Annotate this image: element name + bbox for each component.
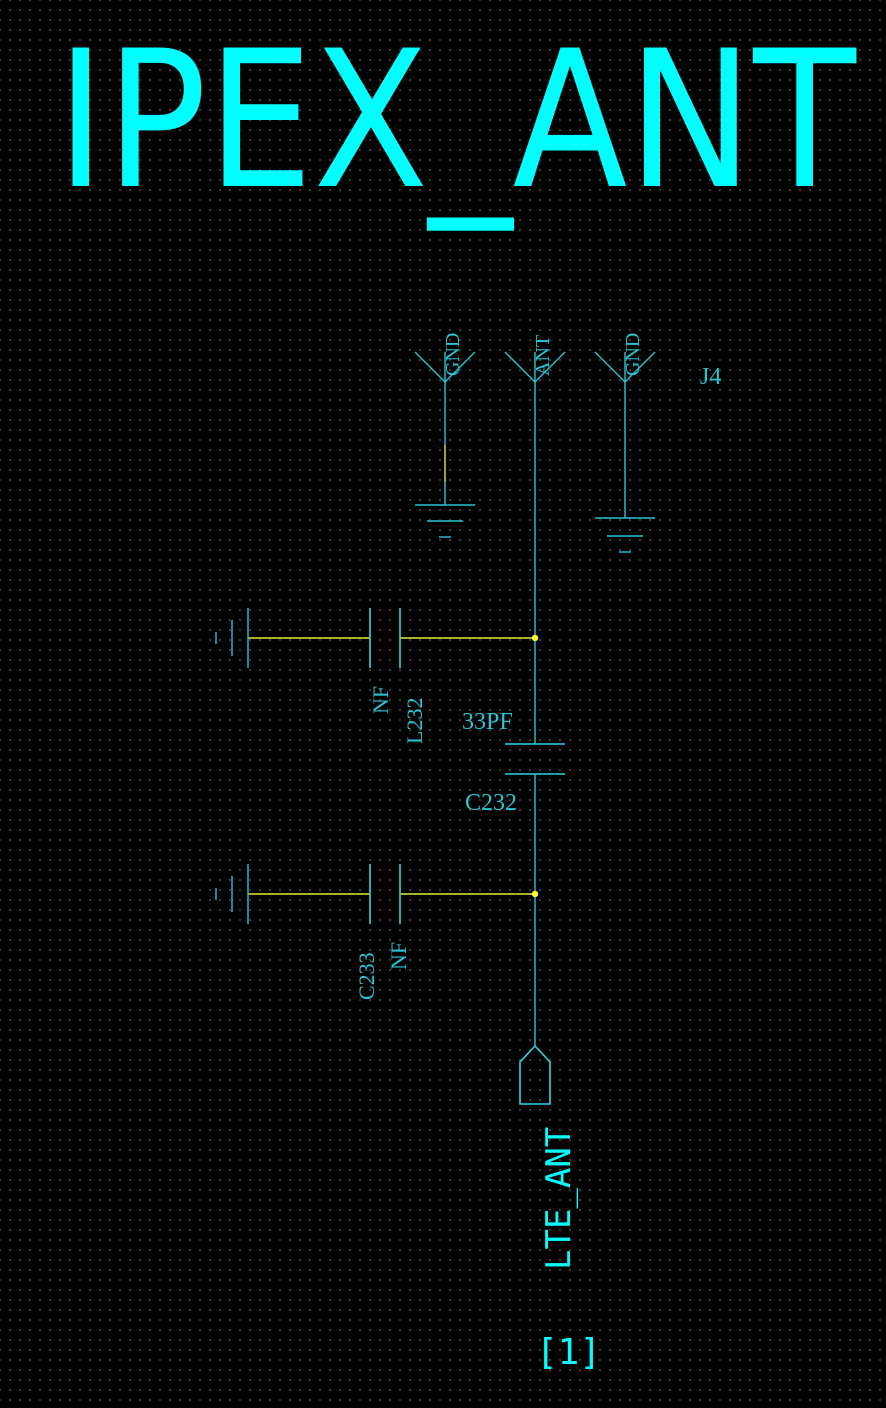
antenna-pin-gnd-1[interactable]: GND — [414, 333, 476, 505]
net-port-lte-ant[interactable]: LTE_ANT — [519, 1044, 579, 1270]
port-page-ref: [1] — [536, 1332, 601, 1373]
junction-dot-upper — [531, 634, 539, 642]
sheet-title: IPEX_ANT — [56, 10, 857, 231]
ground-symbol-2 — [595, 517, 655, 553]
junction-dot-lower — [531, 890, 539, 898]
ground-symbol-c233 — [215, 864, 249, 924]
c233-ref: C233 — [354, 952, 379, 1000]
connector-ref-j4: J4 — [700, 364, 721, 390]
c232-value: 33PF — [462, 709, 513, 735]
antenna-pin-gnd-2[interactable]: GND — [594, 333, 656, 518]
l232-value: NF — [368, 686, 393, 714]
c233-value: NF — [386, 942, 411, 970]
component-c233[interactable]: C233 NF — [248, 864, 535, 1000]
pin-label-gnd-2: GND — [622, 333, 644, 376]
l232-ref: L232 — [402, 698, 427, 744]
pin-label-ant: ANT — [532, 335, 554, 376]
antenna-pin-ant[interactable]: ANT — [504, 335, 566, 383]
port-net-label: LTE_ANT — [539, 1127, 579, 1270]
component-c232[interactable]: 33PF C232 — [462, 709, 565, 816]
connector-j4[interactable]: GND ANT GND J4 — [414, 333, 721, 518]
c232-ref: C232 — [465, 790, 517, 816]
pin-label-gnd-1: GND — [442, 333, 464, 376]
ground-symbol-l232 — [215, 608, 249, 668]
component-l232[interactable]: NF L232 — [248, 608, 535, 744]
ground-symbol-1 — [415, 504, 475, 538]
